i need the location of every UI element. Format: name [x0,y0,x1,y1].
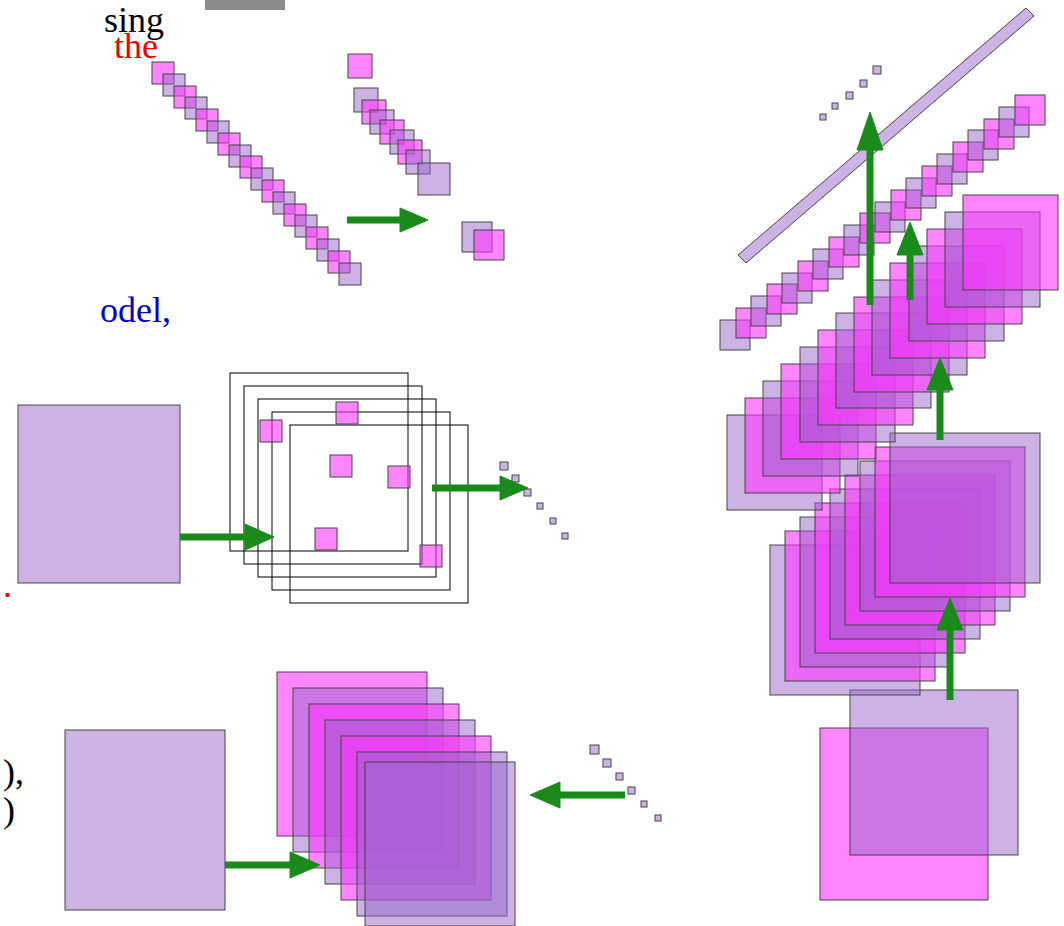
square [963,195,1058,290]
small-square [616,773,623,780]
dot-trail [820,66,881,120]
small-square [873,66,881,74]
arrow-head [530,782,560,808]
square [365,762,515,926]
square [260,420,282,442]
arrow [225,852,320,878]
small-square [832,103,838,109]
text-fragment: ) [3,790,15,830]
dot-trail [500,462,568,539]
arrow-shaft [937,386,944,440]
small-square [860,80,867,87]
square-band [727,195,1058,510]
arrow-shaft [556,792,625,799]
square [388,466,410,488]
square-pair [820,690,1018,900]
small-square [524,489,531,496]
small-square [846,92,853,99]
arrow-head [937,598,963,630]
small-square [628,787,635,794]
arrow-shaft [180,534,249,541]
square [339,263,361,285]
text-fragment: the [114,26,158,66]
arrow-head [400,208,428,232]
small-square [590,745,599,754]
arrow-shaft [907,251,914,300]
arrow-shaft [867,146,874,305]
small-square [820,114,826,120]
arrow [530,782,625,808]
square [336,402,358,424]
small-square [550,518,556,524]
square [474,230,504,260]
arrow [927,358,953,440]
sparse-square-chain [348,54,504,260]
square [330,455,352,477]
arrow-head [245,524,274,550]
square-stack [277,672,515,926]
large-square [65,730,225,910]
text-fragment: ), [3,752,24,792]
square-chain [152,62,361,285]
arrow-shaft [432,485,504,492]
outline-square [272,412,450,590]
thin-band [738,8,1034,263]
square [890,433,1040,583]
small-square [512,475,519,482]
small-square [562,533,568,539]
arrow [432,476,528,500]
arrow-head [897,222,923,255]
arrow-shaft [347,217,404,224]
photo-fragment [205,0,285,10]
arrow-shaft [947,626,954,700]
dot-trail [590,745,661,821]
small-square [537,503,543,509]
text-fragment: . [3,565,12,605]
arrow-head [290,852,320,878]
square [418,163,450,195]
arrow-head [500,476,528,500]
arrow [347,208,428,232]
small-square [500,462,508,470]
large-square [18,405,180,583]
arrow-shaft [225,862,294,869]
arrow [857,112,883,305]
small-square [603,759,611,767]
small-square [641,801,647,807]
square [348,54,372,78]
square [420,545,442,567]
outline-square [244,386,422,564]
square [1015,95,1045,125]
arrow-head [927,358,953,390]
outline-square [230,373,408,551]
arrow-head [857,112,883,150]
small-square [655,815,661,821]
square [315,528,337,550]
text-fragment: odel, [100,290,171,330]
arrow [937,598,963,700]
outline-square [258,399,436,577]
square [850,690,1018,855]
arrow [180,524,274,550]
outline-square [290,425,468,603]
arrow [897,222,923,300]
